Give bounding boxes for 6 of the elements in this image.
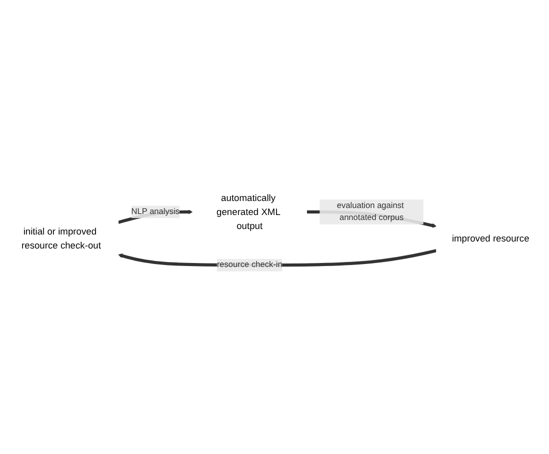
node-text: improved resource bbox=[452, 232, 530, 244]
edge-label: NLP analysis bbox=[131, 207, 180, 216]
edge-label: resource check-in bbox=[216, 260, 282, 270]
edge-label: evaluation against annotated corpus bbox=[336, 200, 404, 222]
node-text: automatically generated XML output bbox=[216, 192, 280, 231]
node-text: initial or improved resource check-out bbox=[22, 226, 101, 250]
